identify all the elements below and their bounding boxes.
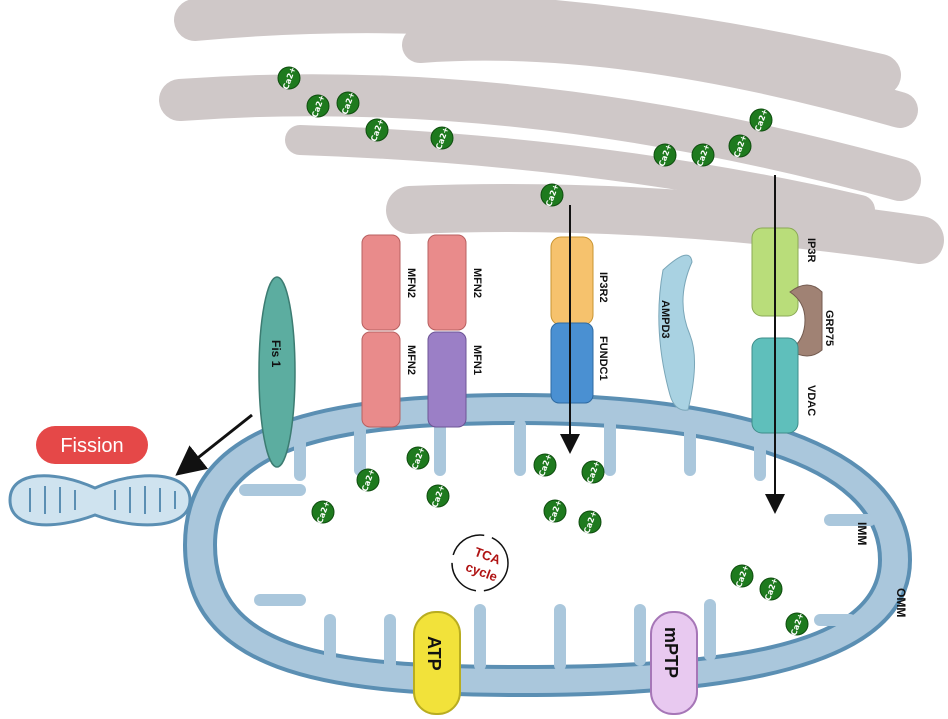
- calcium-ion: Ca2+: [785, 612, 809, 637]
- mitochondrion: [182, 392, 913, 698]
- calcium-ion: Ca2+: [759, 577, 783, 602]
- mfn1-label: MFN1: [471, 345, 483, 375]
- calcium-ion: Ca2+: [311, 500, 335, 525]
- calcium-ion: Ca2+: [533, 453, 557, 478]
- grp75-label: GRP75: [823, 310, 835, 346]
- calcium-ion: Ca2+: [543, 499, 567, 524]
- omm-label: OMM: [894, 588, 908, 617]
- atp-badge: ATP: [413, 611, 461, 715]
- calcium-ion: Ca2+: [581, 460, 605, 485]
- calcium-ion: Ca2+: [365, 118, 389, 143]
- mptp-label: mPTP: [661, 627, 681, 678]
- calcium-ion: Ca2+: [749, 108, 773, 133]
- endoplasmic-reticulum: [159, 0, 944, 264]
- fis1-protein: Fis 1: [258, 276, 296, 468]
- mfn2-label-top-right: MFN2: [471, 268, 483, 298]
- calcium-ion: Ca2+: [336, 91, 360, 116]
- mfn2-protein-top-right: [427, 234, 467, 331]
- calcium-ion: Ca2+: [426, 484, 450, 509]
- fission-arrow: [175, 413, 253, 476]
- calcium-ion: Ca2+: [728, 134, 752, 159]
- fundc1-protein: [550, 322, 594, 404]
- calcium-ion: Ca2+: [540, 183, 564, 208]
- mfn2-protein-bottom-left: [361, 331, 401, 428]
- mptp-badge: mPTP: [650, 611, 698, 715]
- ip3r2-label: IP3R2: [597, 272, 609, 303]
- fundc1-label: FUNDC1: [597, 336, 609, 381]
- calcium-ion: Ca2+: [356, 468, 380, 493]
- mfn1-protein: [427, 331, 467, 428]
- fission-mitochondrion: [8, 474, 192, 527]
- calcium-ion: Ca2+: [691, 143, 715, 168]
- calcium-ion: Ca2+: [653, 143, 677, 168]
- ip3r2-protein: [550, 236, 594, 326]
- fission-label: Fission: [60, 435, 123, 457]
- fis1-label: Fis 1: [269, 340, 283, 368]
- ip3r-label: IP3R: [805, 238, 817, 263]
- calcium-ion: Ca2+: [306, 94, 330, 119]
- mfn2-label-top-left: MFN2: [405, 268, 417, 298]
- mfn2-label-bottom-left: MFN2: [405, 345, 417, 375]
- calcium-ion: Ca2+: [277, 66, 301, 91]
- atp-label: ATP: [424, 636, 444, 671]
- calcium-ion: Ca2+: [578, 510, 602, 535]
- ampd3-protein: [658, 254, 696, 411]
- fission-badge: Fission: [36, 426, 148, 464]
- vdac-label: VDAC: [805, 385, 817, 416]
- imm-label: IMM: [855, 522, 869, 545]
- ampd3-label: AMPD3: [659, 300, 671, 339]
- calcium-ion: Ca2+: [430, 126, 454, 151]
- calcium-ions: Ca2+Ca2+Ca2+Ca2+Ca2+Ca2+Ca2+Ca2+Ca2+Ca2+…: [277, 66, 809, 637]
- calcium-ion: Ca2+: [406, 446, 430, 471]
- mfn2-protein-top-left: [361, 234, 401, 331]
- calcium-ion: Ca2+: [730, 564, 754, 589]
